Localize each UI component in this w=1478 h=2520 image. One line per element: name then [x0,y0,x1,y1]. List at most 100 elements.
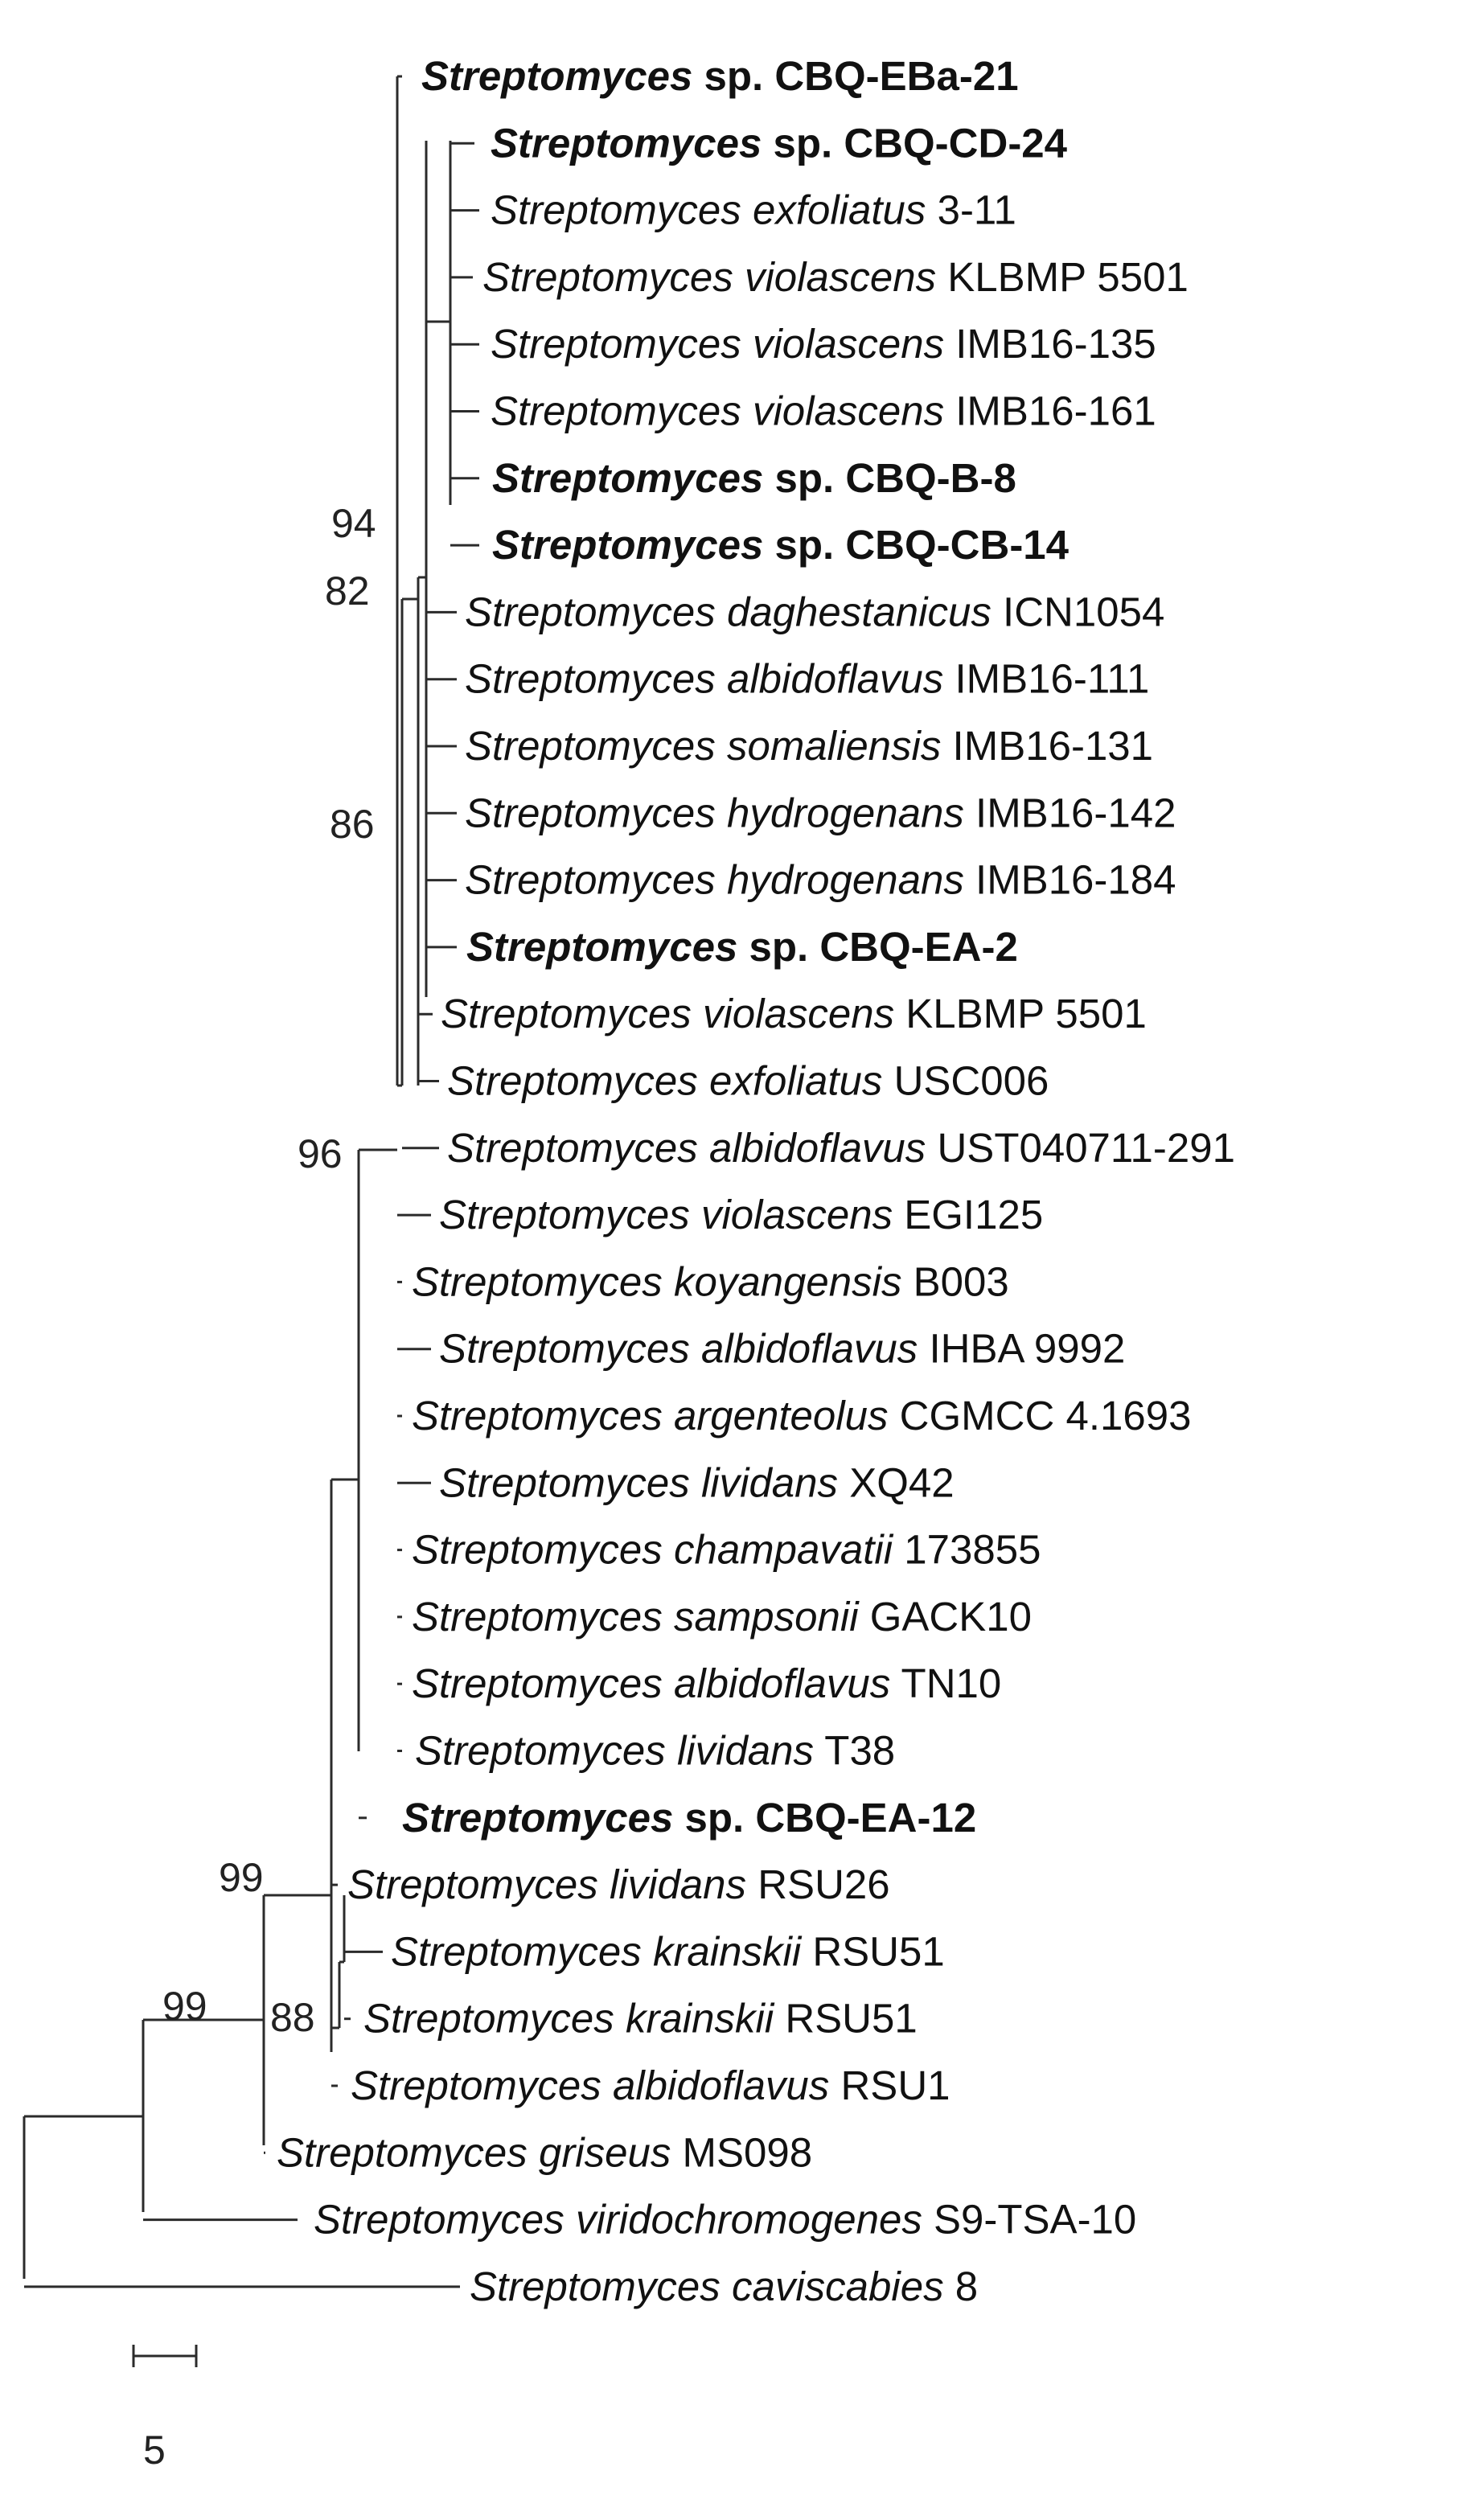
taxon-epithet: sp. [737,924,808,970]
taxon-epithet: lividans [666,1728,814,1774]
taxon-genus: Streptomyces [421,53,692,99]
taxon-strain: T38 [814,1728,895,1774]
taxon-label: Streptomyces albidoflavus TN10 [412,1660,1001,1706]
taxon-strain: XQ42 [838,1459,955,1505]
taxon-epithet: caviscabies [721,2263,944,2309]
taxon-genus: Streptomyces [491,187,741,233]
taxon-epithet: albidoflavus [698,1125,926,1171]
taxon-epithet: albidoflavus [716,656,944,702]
taxon-epithet: lividans [598,1861,746,1907]
taxon-label: Streptomyces griseus MS098 [277,2129,812,2175]
taxon-strain: ICN1054 [991,589,1164,634]
taxon-epithet: exfoliatus [741,187,926,233]
taxon-label: Streptomyces krainskii RSU51 [391,1928,945,1974]
taxon-epithet: sp. [762,120,832,166]
taxon-label: Streptomyces sp. CBQ-CB-14 [492,522,1069,568]
taxon-label: Streptomyces sp. CBQ-B-8 [492,455,1016,501]
taxon-strain: TN10 [890,1660,1001,1706]
taxon-label: Streptomyces daghestanicus ICN1054 [465,589,1164,634]
taxon-strain: RSU1 [829,2062,950,2108]
scale-bar: 5 [132,2345,198,2473]
taxon-epithet: violascens [692,991,894,1036]
taxon-label: Streptomyces exfoliatus 3-11 [491,187,1016,233]
taxon-label: Streptomyces albidoflavus IHBA 9992 [439,1326,1125,1372]
taxon-genus: Streptomyces [314,2197,565,2243]
bootstrap-value: 88 [270,1995,315,2040]
bootstrap-value: 86 [330,802,375,847]
taxon-genus: Streptomyces [491,120,762,166]
taxon-epithet: griseus [528,2129,671,2175]
taxon-label: Streptomyces lividans XQ42 [439,1459,955,1505]
taxon-strain: S9-TSA-10 [922,2197,1136,2243]
taxon-strain: CBQ-EA-2 [808,924,1018,970]
taxon-label: Streptomyces lividans T38 [415,1728,895,1774]
taxon-genus: Streptomyces [391,1928,642,1974]
taxon-label: Streptomyces hydrogenans IMB16-142 [465,790,1176,835]
taxon-genus: Streptomyces [415,1728,666,1774]
taxon-genus: Streptomyces [465,723,716,769]
taxon-label: Streptomyces krainskii RSU51 [363,1996,918,2042]
taxon-label: Streptomyces koyangensis B003 [412,1258,1009,1304]
taxon-epithet: somaliensis [716,723,942,769]
taxon-label: Streptomyces violascens KLBMP 5501 [482,254,1189,300]
taxon-strain: CBQ-CB-14 [834,522,1069,568]
taxon-strain: CBQ-CD-24 [832,120,1067,166]
taxon-genus: Streptomyces [491,388,741,434]
taxon-label: Streptomyces sp. CBQ-EA-2 [466,924,1018,970]
taxon-strain: EGI125 [893,1192,1043,1237]
taxon-strain: IMB16-131 [941,723,1153,769]
taxon-genus: Streptomyces [441,991,692,1036]
taxon-strain: 3-11 [926,187,1016,233]
taxon-genus: Streptomyces [439,1459,690,1505]
taxon-genus: Streptomyces [412,1660,663,1706]
taxon-genus: Streptomyces [447,1058,698,1104]
taxon-label: Streptomyces somaliensis IMB16-131 [465,723,1153,769]
taxon-genus: Streptomyces [412,1258,663,1304]
taxon-strain: KLBMP 5501 [894,991,1147,1036]
taxon-strain: 8 [944,2263,979,2309]
taxon-strain: CBQ-B-8 [834,455,1016,501]
taxon-strain: IMB16-142 [964,790,1176,835]
taxon-label: Streptomyces viridochromogenes S9-TSA-10 [314,2197,1136,2243]
taxon-strain: RSU51 [774,1996,918,2042]
taxon-label: Streptomyces violascens IMB16-161 [491,388,1156,434]
taxon-label: Streptomyces albidoflavus UST040711-291 [447,1125,1235,1171]
taxon-epithet: sampsonii [663,1594,860,1640]
taxon-labels: Streptomyces sp. CBQ-EBa-21Streptomyces … [277,53,1235,2309]
taxon-strain: 173855 [893,1527,1041,1573]
taxon-genus: Streptomyces [465,656,716,702]
taxon-genus: Streptomyces [492,522,763,568]
taxon-genus: Streptomyces [470,2263,721,2309]
taxon-strain: IMB16-161 [944,388,1156,434]
bootstrap-value: 96 [298,1131,343,1176]
taxon-genus: Streptomyces [491,321,741,367]
taxon-genus: Streptomyces [347,1861,598,1907]
taxon-strain: IHBA 9992 [918,1326,1125,1372]
taxon-genus: Streptomyces [482,254,733,300]
taxon-epithet: albidoflavus [663,1660,891,1706]
taxon-genus: Streptomyces [465,790,716,835]
taxon-genus: Streptomyces [447,1125,698,1171]
taxon-genus: Streptomyces [465,589,716,634]
taxon-strain: IMB16-111 [943,656,1149,702]
taxon-strain: B003 [901,1258,1008,1304]
taxon-label: Streptomyces lividans RSU26 [347,1861,890,1907]
taxon-epithet: koyangensis [663,1258,902,1304]
taxon-epithet: sp. [673,1795,744,1841]
taxon-label: Streptomyces violascens KLBMP 5501 [441,991,1147,1036]
taxon-strain: RSU26 [746,1861,890,1907]
taxon-epithet: albidoflavus [601,2062,830,2108]
taxon-epithet: sp. [692,53,763,99]
taxon-epithet: krainskii [614,1996,775,2042]
taxon-label: Streptomyces sp. CBQ-CD-24 [491,120,1068,166]
taxon-strain: UST040711-291 [926,1125,1235,1171]
taxon-genus: Streptomyces [412,1527,663,1573]
taxon-genus: Streptomyces [439,1192,690,1237]
taxon-strain: MS098 [671,2129,812,2175]
tree-branches [23,75,479,2288]
taxon-label: Streptomyces champavatii 173855 [412,1527,1041,1573]
taxon-strain: KLBMP 5501 [936,254,1189,300]
taxon-epithet: hydrogenans [716,857,964,903]
